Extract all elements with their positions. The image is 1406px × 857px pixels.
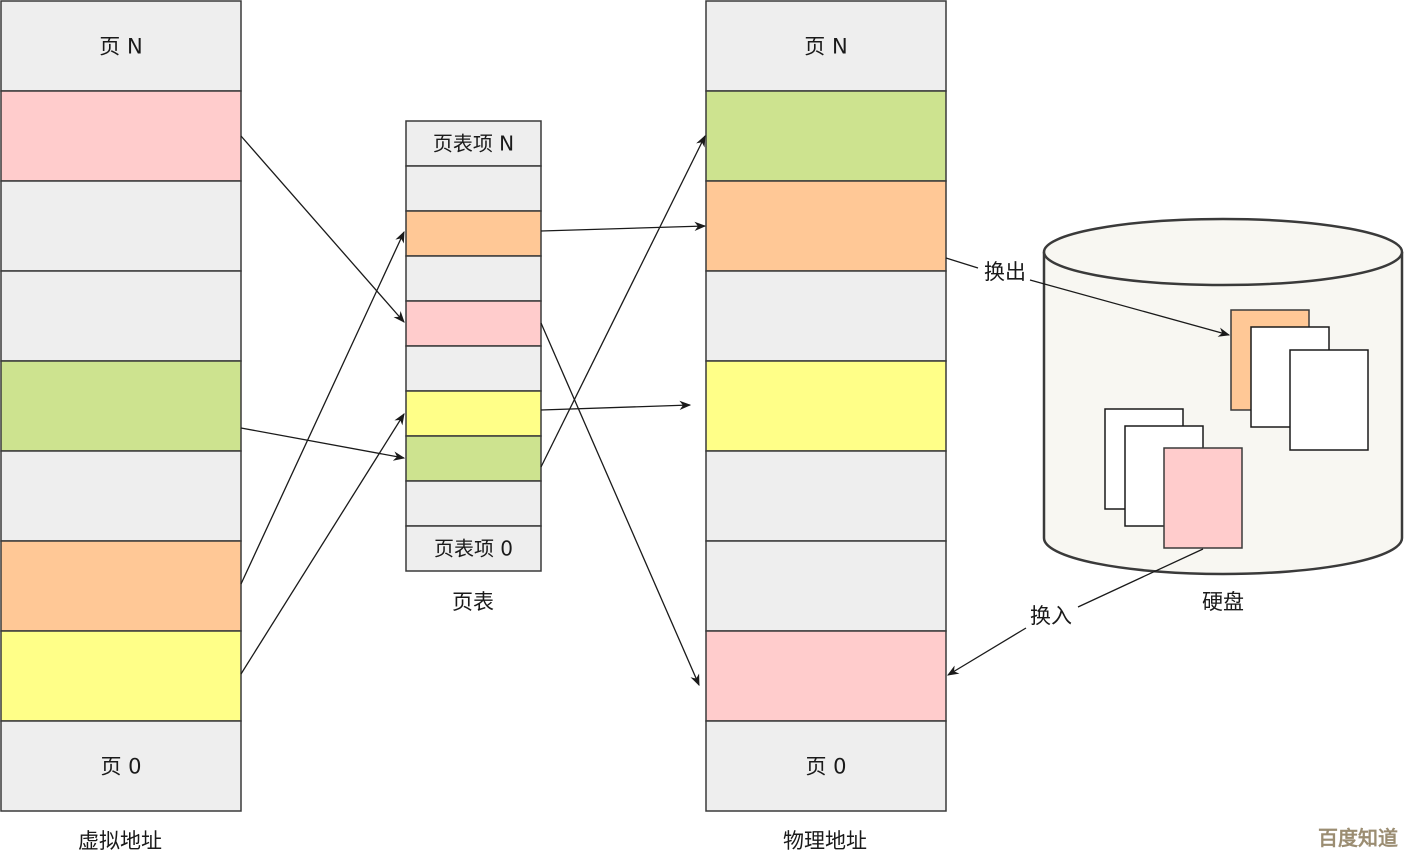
disk-page (1289, 349, 1369, 451)
physical-address-title: 物理地址 (783, 829, 867, 853)
swap-in-label: 换入 (1030, 604, 1072, 628)
virtual-cell-gray (0, 720, 242, 812)
virtual-address-title: 虚拟地址 (78, 829, 162, 853)
physical-cell-pink (705, 630, 947, 722)
swap-out-arrow (1029, 279, 1231, 337)
page-table-cell-gray (405, 525, 542, 572)
swap-in-arrow (946, 627, 1027, 676)
table-to-physical-arrows (540, 134, 707, 687)
page-table-cell-pink (405, 300, 542, 347)
disk-title: 硬盘 (1202, 590, 1244, 614)
virtual-cell-gray (0, 180, 242, 272)
physical-address-column: 页 N 页 0 (705, 0, 947, 812)
physical-cell-label: 页 0 (805, 755, 846, 779)
page-table-cell-label: 页表项 N (433, 132, 514, 156)
disk-page-stack-lower (1104, 408, 1243, 549)
virtual-cell-green (0, 360, 242, 452)
virtual-cell-label: 页 N (99, 35, 142, 59)
virtual-to-table-arrows (240, 135, 406, 675)
page-table-column: 页表项 N 页表项 0 (405, 120, 542, 572)
disk-page-swap-in-source (1163, 447, 1243, 549)
physical-cell-gray (705, 0, 947, 92)
page-table-cell-green (405, 435, 542, 482)
page-table-cell-gray (405, 165, 542, 212)
arrow-yellow-to-physical (540, 400, 692, 411)
swap-out-label: 换出 (984, 260, 1026, 284)
virtual-cell-pink (0, 90, 242, 182)
page-table-title: 页表 (452, 590, 494, 614)
arrow-orange-to-physical (540, 221, 707, 232)
physical-cell-orange (705, 180, 947, 272)
arrow-yellow-to-table (240, 413, 405, 675)
arrow-pink-to-physical (540, 322, 700, 687)
swap-out-connector: 换出 (945, 257, 1231, 337)
virtual-cell-gray (0, 0, 242, 92)
arrow-orange-to-table (240, 230, 405, 585)
virtual-cell-gray (0, 450, 242, 542)
virtual-cell-label: 页 0 (100, 755, 141, 779)
physical-cell-gray (705, 270, 947, 362)
page-table-cell-gray (405, 480, 542, 527)
virtual-cell-orange (0, 540, 242, 632)
arrow-green-to-table (240, 427, 406, 461)
page-table-cell-label: 页表项 0 (434, 537, 513, 561)
page-table-cell-orange (405, 210, 542, 257)
page-table-cell-gray (405, 345, 542, 392)
page-table-cell-yellow (405, 390, 542, 437)
physical-cell-gray (705, 720, 947, 812)
disk-page-stack-upper (1230, 309, 1369, 451)
page-table-cell-gray (405, 255, 542, 302)
watermark-text: 百度知道 (1318, 826, 1398, 850)
virtual-address-column: 页 N 页 0 (0, 0, 242, 812)
physical-cell-gray (705, 450, 947, 542)
physical-cell-green (705, 90, 947, 182)
virtual-cell-gray (0, 270, 242, 362)
virtual-cell-yellow (0, 630, 242, 722)
arrow-pink-to-table (240, 135, 405, 323)
physical-cell-yellow (705, 360, 947, 452)
swap-in-connector: 换入 (946, 548, 1204, 676)
physical-cell-gray (705, 540, 947, 632)
arrow-green-to-physical (540, 134, 706, 468)
physical-cell-label: 页 N (804, 35, 847, 59)
